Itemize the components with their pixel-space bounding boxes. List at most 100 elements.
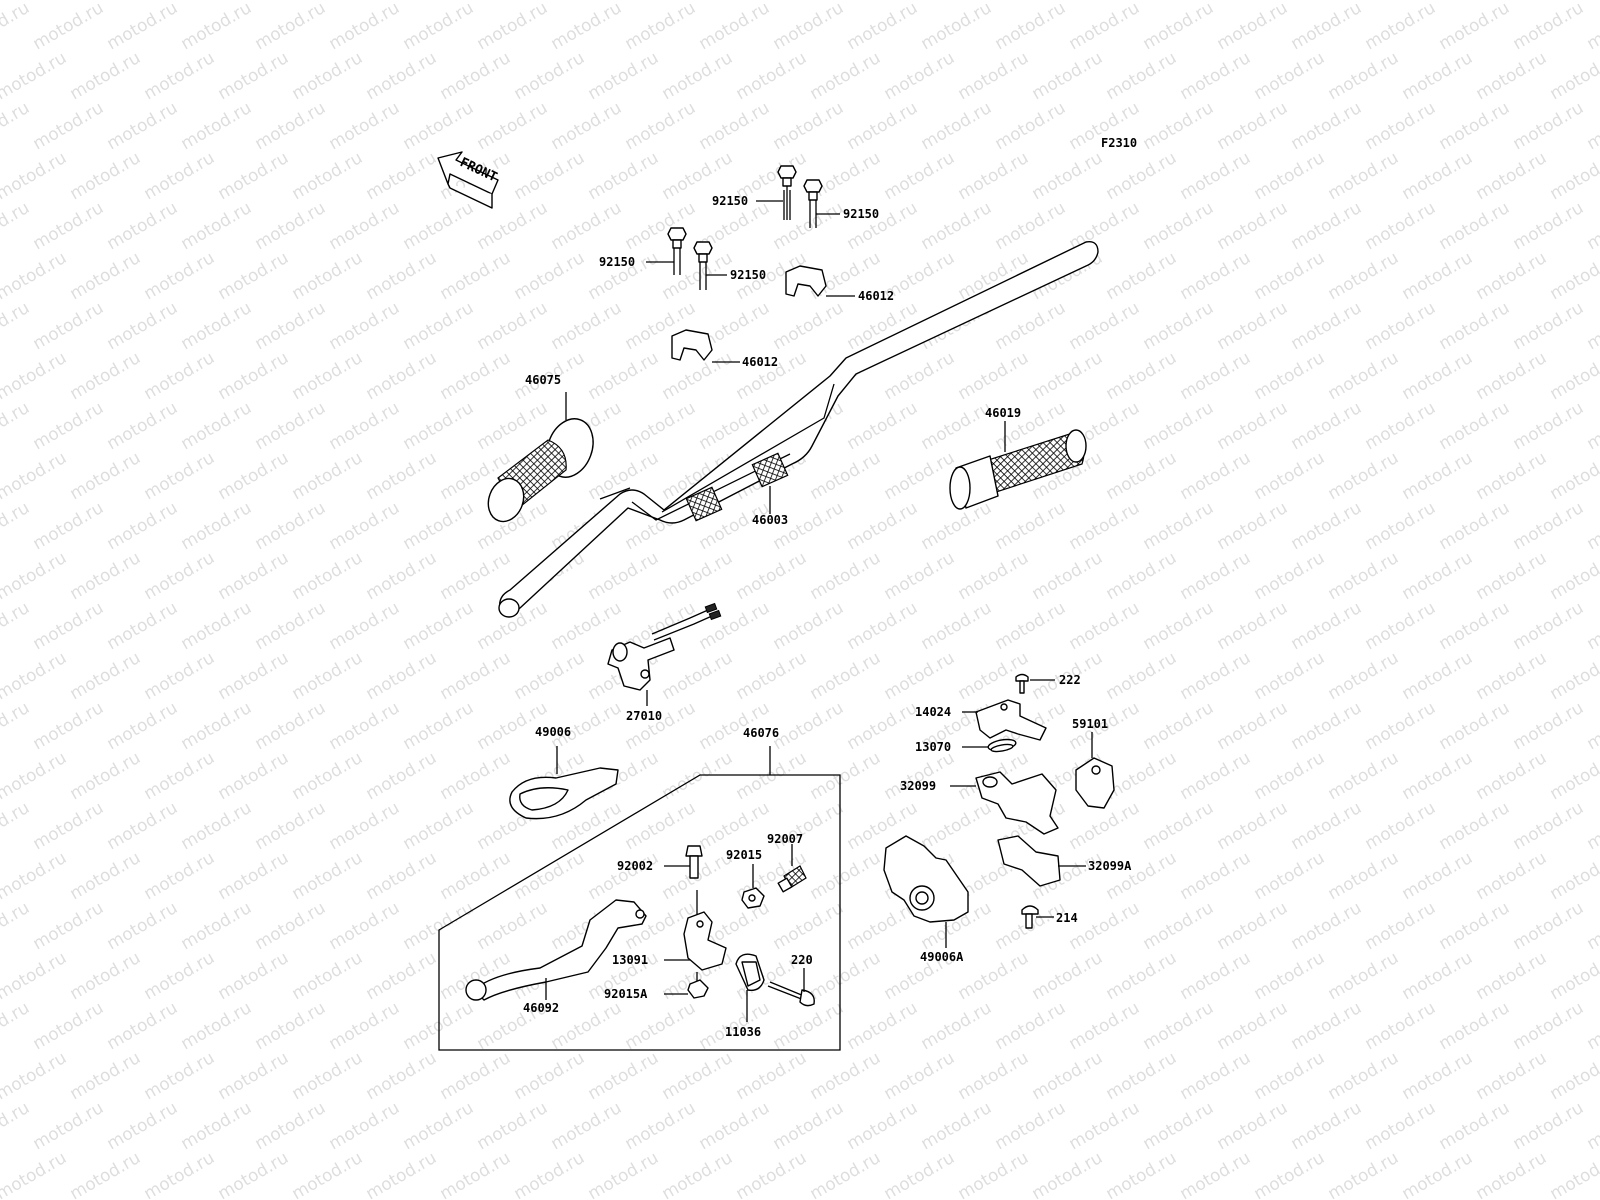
watermark-text: motod.ru xyxy=(1436,298,1514,354)
watermark-text: motod.ru xyxy=(141,848,219,904)
watermark-text: motod.ru xyxy=(1436,0,1514,54)
watermark-text: motod.ru xyxy=(1547,748,1600,804)
watermark-text: motod.ru xyxy=(326,98,404,154)
watermark-text: motod.ru xyxy=(585,48,663,104)
watermark-text: motod.ru xyxy=(141,648,219,704)
watermark-text: motod.ru xyxy=(1399,0,1477,4)
watermark-text: motod.ru xyxy=(1140,498,1218,554)
watermark-text: motod.ru xyxy=(1251,0,1329,4)
watermark-text: motod.ru xyxy=(807,848,885,904)
lever-holder-icon xyxy=(664,890,727,971)
watermark-text: motod.ru xyxy=(1140,798,1218,854)
watermark-text: motod.ru xyxy=(1177,948,1255,1004)
watermark-text: motod.ru xyxy=(1103,148,1181,204)
watermark-text: motod.ru xyxy=(474,198,552,254)
watermark-text: motod.ru xyxy=(1584,198,1600,254)
watermark-text: motod.ru xyxy=(437,0,515,4)
part-label-32099: 32099 xyxy=(900,779,936,793)
watermark-text: motod.ru xyxy=(1473,1148,1551,1200)
watermark-text: motod.ru xyxy=(30,0,108,54)
watermark-text: motod.ru xyxy=(1288,298,1366,354)
watermark-text: motod.ru xyxy=(1103,348,1181,404)
watermark-text: motod.ru xyxy=(622,698,700,754)
watermark-text: motod.ru xyxy=(1103,748,1181,804)
watermark-text: motod.ru xyxy=(807,1048,885,1104)
watermark-text: motod.ru xyxy=(548,298,626,354)
watermark-text: motod.ru xyxy=(1066,298,1144,354)
watermark-text: motod.ru xyxy=(1584,298,1600,354)
watermark-text: motod.ru xyxy=(289,948,367,1004)
watermark-text: motod.ru xyxy=(955,1048,1033,1104)
watermark-text: motod.ru xyxy=(770,898,848,954)
watermark-text: motod.ru xyxy=(548,598,626,654)
watermark-text: motod.ru xyxy=(1177,1048,1255,1104)
watermark-text: motod.ru xyxy=(992,98,1070,154)
watermark-text: motod.ru xyxy=(437,648,515,704)
watermark-text: motod.ru xyxy=(1510,998,1588,1054)
watermark-text: motod.ru xyxy=(326,698,404,754)
watermark-text: motod.ru xyxy=(437,1048,515,1104)
watermark-text: motod.ru xyxy=(400,398,478,454)
watermark-text: motod.ru xyxy=(659,1148,737,1200)
watermark-text: motod.ru xyxy=(1510,1098,1588,1154)
watermark-text: motod.ru xyxy=(807,1148,885,1200)
clamp-icon xyxy=(785,265,855,297)
bolt-icon xyxy=(646,227,687,275)
watermark-text: motod.ru xyxy=(1214,98,1292,154)
watermark-text: motod.ru xyxy=(1362,998,1440,1054)
throttle-cover-icon xyxy=(1075,732,1115,809)
watermark-text: motod.ru xyxy=(622,198,700,254)
watermark-text: motod.ru xyxy=(289,848,367,904)
lever-assembly-box xyxy=(438,746,841,1051)
watermark-text: motod.ru xyxy=(1325,748,1403,804)
watermark-text: motod.ru xyxy=(585,148,663,204)
watermark-text: motod.ru xyxy=(881,0,959,4)
watermark-text: motod.ru xyxy=(511,648,589,704)
watermark-text: motod.ru xyxy=(622,398,700,454)
watermark-text: motod.ru xyxy=(326,598,404,654)
watermark-text: motod.ru xyxy=(1436,598,1514,654)
watermark-text: motod.ru xyxy=(252,1098,330,1154)
watermark-text: motod.ru xyxy=(659,48,737,104)
watermark-text: motod.ru xyxy=(104,798,182,854)
watermark-text: motod.ru xyxy=(1251,448,1329,504)
watermark-text: motod.ru xyxy=(1251,48,1329,104)
watermark-text: motod.ru xyxy=(400,698,478,754)
watermark-text: motod.ru xyxy=(992,998,1070,1054)
watermark-text: motod.ru xyxy=(215,1048,293,1104)
watermark-text: motod.ru xyxy=(178,898,256,954)
watermark-text: motod.ru xyxy=(67,548,145,604)
watermark-text: motod.ru xyxy=(659,548,737,604)
handlebar-icon xyxy=(498,241,1099,618)
part-label-32099A: 32099A xyxy=(1088,859,1132,873)
guard-icon xyxy=(883,835,969,948)
watermark-text: motod.ru xyxy=(1177,748,1255,804)
watermark-text: motod.ru xyxy=(881,548,959,604)
watermark-text: motod.ru xyxy=(1584,898,1600,954)
watermark-text: motod.ru xyxy=(1177,1148,1255,1200)
watermark-text: motod.ru xyxy=(881,148,959,204)
watermark-text: motod.ru xyxy=(326,0,404,54)
watermark-text: motod.ru xyxy=(363,848,441,904)
watermark-text: motod.ru xyxy=(807,748,885,804)
watermark-text: motod.ru xyxy=(585,348,663,404)
watermark-text: motod.ru xyxy=(844,998,922,1054)
watermark-text: motod.ru xyxy=(1214,498,1292,554)
watermark-text: motod.ru xyxy=(0,248,70,304)
watermark-text: motod.ru xyxy=(474,0,552,54)
watermark-text: motod.ru xyxy=(955,48,1033,104)
watermark-text: motod.ru xyxy=(363,448,441,504)
watermark-text: motod.ru xyxy=(363,48,441,104)
watermark-text: motod.ru xyxy=(326,498,404,554)
watermark-text: motod.ru xyxy=(0,1098,33,1154)
watermark-text: motod.ru xyxy=(1362,498,1440,554)
watermark-text: motod.ru xyxy=(326,398,404,454)
watermark-text: motod.ru xyxy=(326,298,404,354)
part-label-14024: 14024 xyxy=(915,705,951,719)
watermark-text: motod.ru xyxy=(30,698,108,754)
watermark-text: motod.ru xyxy=(326,1098,404,1154)
watermark-text: motod.ru xyxy=(104,998,182,1054)
watermark-text: motod.ru xyxy=(1140,1098,1218,1154)
watermark-text: motod.ru xyxy=(363,348,441,404)
